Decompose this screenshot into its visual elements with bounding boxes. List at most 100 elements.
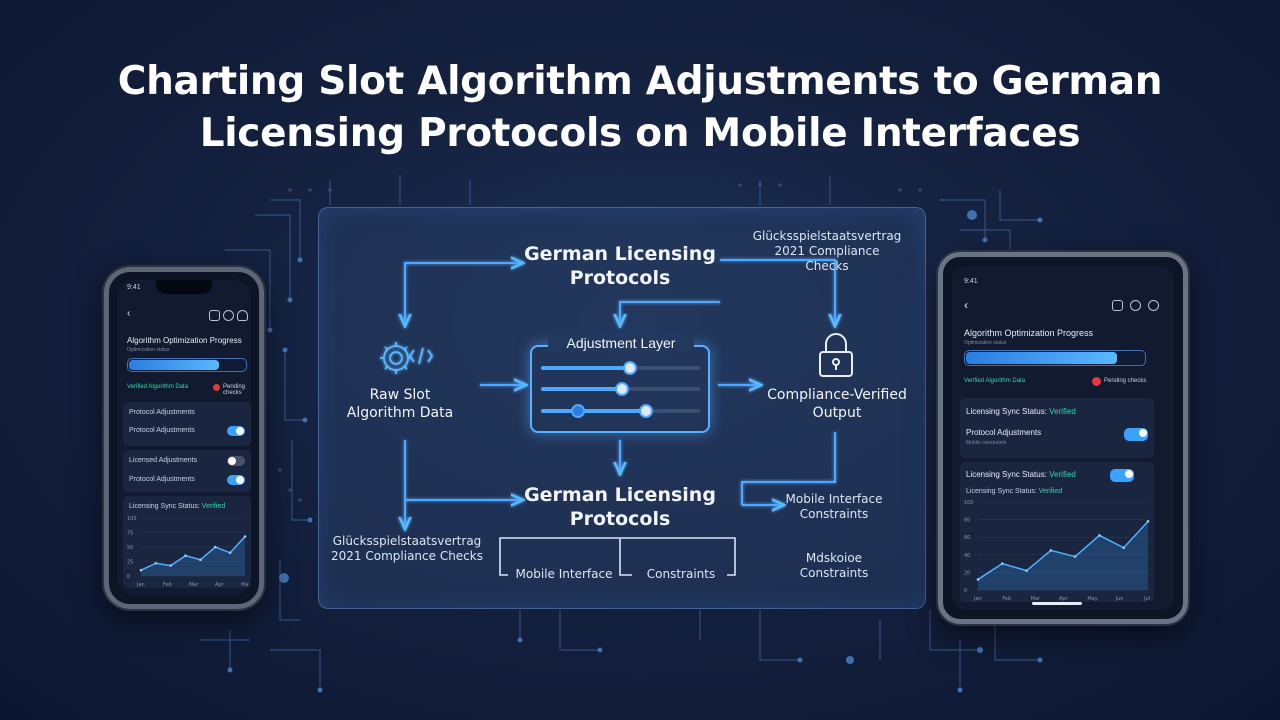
phone-sync-status: Licensing Sync Status: Verified	[129, 503, 225, 510]
phone-chart-xtick: May	[241, 582, 251, 588]
mdskoioe-constraints-note: Mdskoioe Constraints	[775, 551, 893, 581]
page-title: Charting Slot Algorithm Adjustments to G…	[0, 56, 1280, 160]
phone-card1-toggle[interactable]	[227, 426, 245, 436]
phone-card1-row: Protocol Adjustments	[129, 427, 195, 434]
arrow-left-to-bottom	[404, 440, 522, 500]
phone-chart-point	[169, 564, 173, 567]
phone-chart-ytick: 75	[127, 531, 133, 537]
phone-chart-ytick: 0	[127, 574, 130, 580]
adjustment-layer-label: Adjustment Layer	[548, 335, 694, 351]
tablet-chart-ytick: 0	[964, 588, 967, 594]
bottom-node-line-2: Protocols	[569, 508, 671, 530]
tablet-time: 9:41	[964, 278, 978, 285]
tablet-card2-toggle[interactable]	[1110, 469, 1134, 482]
phone-subheading: Optimization status	[127, 347, 170, 353]
bottom-note-line-2: 2021 Compliance Checks	[331, 549, 483, 563]
phone-calendar-icon[interactable]	[209, 310, 220, 321]
phone-time: 9:41	[127, 284, 141, 291]
output-node-line-1: Compliance-Verified	[767, 387, 907, 403]
phone-chart-ytick: 25	[127, 560, 133, 566]
tablet-settings-icon[interactable]	[1148, 300, 1159, 311]
phone-screen: 9:41 ‹ Algorithm Optimization Progress O…	[117, 280, 251, 596]
tablet-chart-xtick: Jul	[1143, 596, 1150, 602]
phone-card-licensed: Licensed Adjustments Protocol Adjustment…	[123, 450, 251, 492]
phone-chart-point	[139, 568, 143, 572]
arrow-left-to-top	[404, 263, 522, 325]
phone-mockup: 9:41 ‹ Algorithm Optimization Progress O…	[104, 267, 264, 609]
phone-chart-xtick: Feb	[163, 582, 172, 588]
tablet-chart-point	[1000, 562, 1004, 565]
phone-shield-icon[interactable]	[223, 310, 234, 321]
adjustment-layer-box	[530, 345, 710, 433]
tablet-card1-status: Licensing Sync Status: Verified	[966, 407, 1076, 416]
tablet-chart-point	[1025, 569, 1028, 572]
sub-mobile-interface: Mobile Interface	[515, 567, 613, 581]
flow-panel	[318, 207, 926, 609]
top-compliance-note: Glücksspielstaatsvertrag 2021 Compliance…	[752, 229, 902, 274]
tablet-status-left: Verified Algorithm Data	[964, 378, 1026, 384]
phone-chart-point	[228, 551, 232, 555]
tablet-status-right: Pending checks	[1104, 378, 1147, 384]
phone-chart-point	[154, 561, 158, 565]
phone-chart-xtick: Apr	[215, 582, 225, 588]
phone-row-b: Protocol Adjustments	[129, 476, 195, 483]
mobile-constraints-note: Mobile Interface Constraints	[775, 492, 893, 522]
phone-card-protocol: Protocol Adjustments Protocol Adjustment…	[123, 402, 251, 446]
output-node-line-2: Output	[812, 405, 862, 421]
phone-chart-series-line	[140, 536, 246, 571]
mdskoioe-line-1: Mdskoioe	[805, 551, 863, 565]
tablet-chart-xtick: Apr	[1059, 596, 1069, 602]
top-node-line-1: German Licensing	[524, 243, 716, 265]
phone-chart-area	[141, 536, 245, 576]
tablet-chart-area	[978, 521, 1148, 590]
phone-chart-ytick: 100	[127, 516, 137, 522]
tablet-home-indicator	[1032, 602, 1082, 605]
bottom-note-line-1: Glücksspielstaatsvertrag	[332, 534, 482, 548]
tablet-card2-label: Licensing Sync Status:	[966, 470, 1047, 479]
tablet-chart-point	[976, 578, 980, 581]
phone-status-right: Pending checks	[223, 384, 246, 396]
tablet-calendar-icon[interactable]	[1112, 300, 1123, 311]
tablet-chart-ytick: 80	[964, 518, 970, 524]
tablet-back-icon[interactable]: ‹	[964, 298, 968, 312]
phone-heading: Algorithm Optimization Progress	[127, 336, 242, 345]
tablet-progress-bar	[964, 350, 1146, 366]
phone-row-a-toggle[interactable]	[227, 456, 245, 466]
mobile-note-line-2: Constraints	[799, 507, 869, 521]
bracket-bottom	[499, 537, 736, 576]
tablet-subheading: Optimization status	[964, 340, 1007, 346]
tablet-alert-icon	[1092, 377, 1101, 386]
tablet-mockup: 9:41 ‹ Algorithm Optimization Progress O…	[938, 252, 1188, 624]
tablet-card1-toggle[interactable]	[1124, 428, 1148, 441]
top-node: German Licensing Protocols	[520, 242, 720, 290]
top-node-line-2: Protocols	[569, 267, 671, 289]
raw-node-line-1: Raw Slot	[369, 387, 431, 403]
adjust-sliders	[541, 361, 700, 418]
tablet-card-sync: Licensing Sync Status: Verified Protocol…	[960, 398, 1154, 458]
top-note-line-2: 2021 Compliance Checks	[774, 244, 880, 273]
tablet-card-chart: Licensing Sync Status: Verified Licensin…	[960, 462, 1154, 602]
phone-chart-xtick: Mar	[189, 582, 199, 588]
tablet-progress-fill	[966, 352, 1117, 364]
phone-status-left: Verified Algorithm Data	[127, 384, 189, 390]
phone-back-icon[interactable]: ‹	[127, 308, 131, 319]
phone-row-b-toggle[interactable]	[227, 475, 245, 485]
bottom-node: German Licensing Protocols	[520, 483, 720, 531]
phone-chart-point	[184, 554, 187, 557]
raw-data-node: Raw Slot Algorithm Data	[340, 386, 460, 422]
tablet-chart-point	[1073, 555, 1077, 558]
tablet-shield-icon[interactable]	[1130, 300, 1141, 311]
tablet-screen: 9:41 ‹ Algorithm Optimization Progress O…	[952, 266, 1174, 610]
tablet-card1-label: Licensing Sync Status:	[966, 407, 1047, 416]
phone-progress-fill	[129, 360, 220, 370]
title-line-1: Charting Slot Algorithm Adjustments to G…	[117, 59, 1163, 104]
phone-bell-icon[interactable]	[237, 310, 248, 321]
bottom-compliance-note: Glücksspielstaatsvertrag 2021 Compliance…	[330, 534, 484, 564]
tablet-chart-xtick: May	[1087, 596, 1097, 602]
phone-chart-xtick: Jan	[136, 582, 145, 588]
tablet-chart-point	[1146, 520, 1150, 523]
bottom-node-line-1: German Licensing	[524, 484, 716, 506]
